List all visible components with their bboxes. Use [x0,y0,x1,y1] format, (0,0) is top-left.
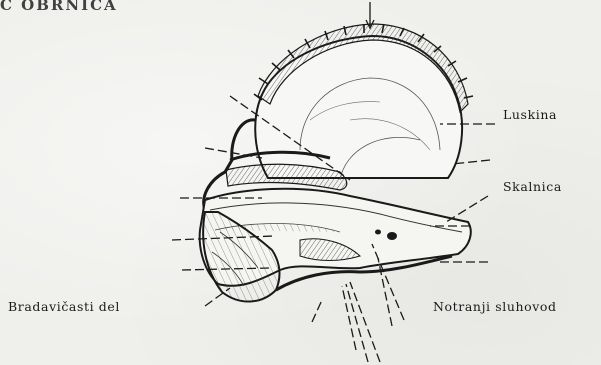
label-bradavicasti-del: Bradavičasti del [8,299,120,314]
label-notranji-sluhovod: Notranji sluhovod [433,299,557,314]
squamous-part [254,24,473,180]
label-luskina: Luskina [503,107,557,122]
label-skalnica: Skalnica [503,179,562,194]
